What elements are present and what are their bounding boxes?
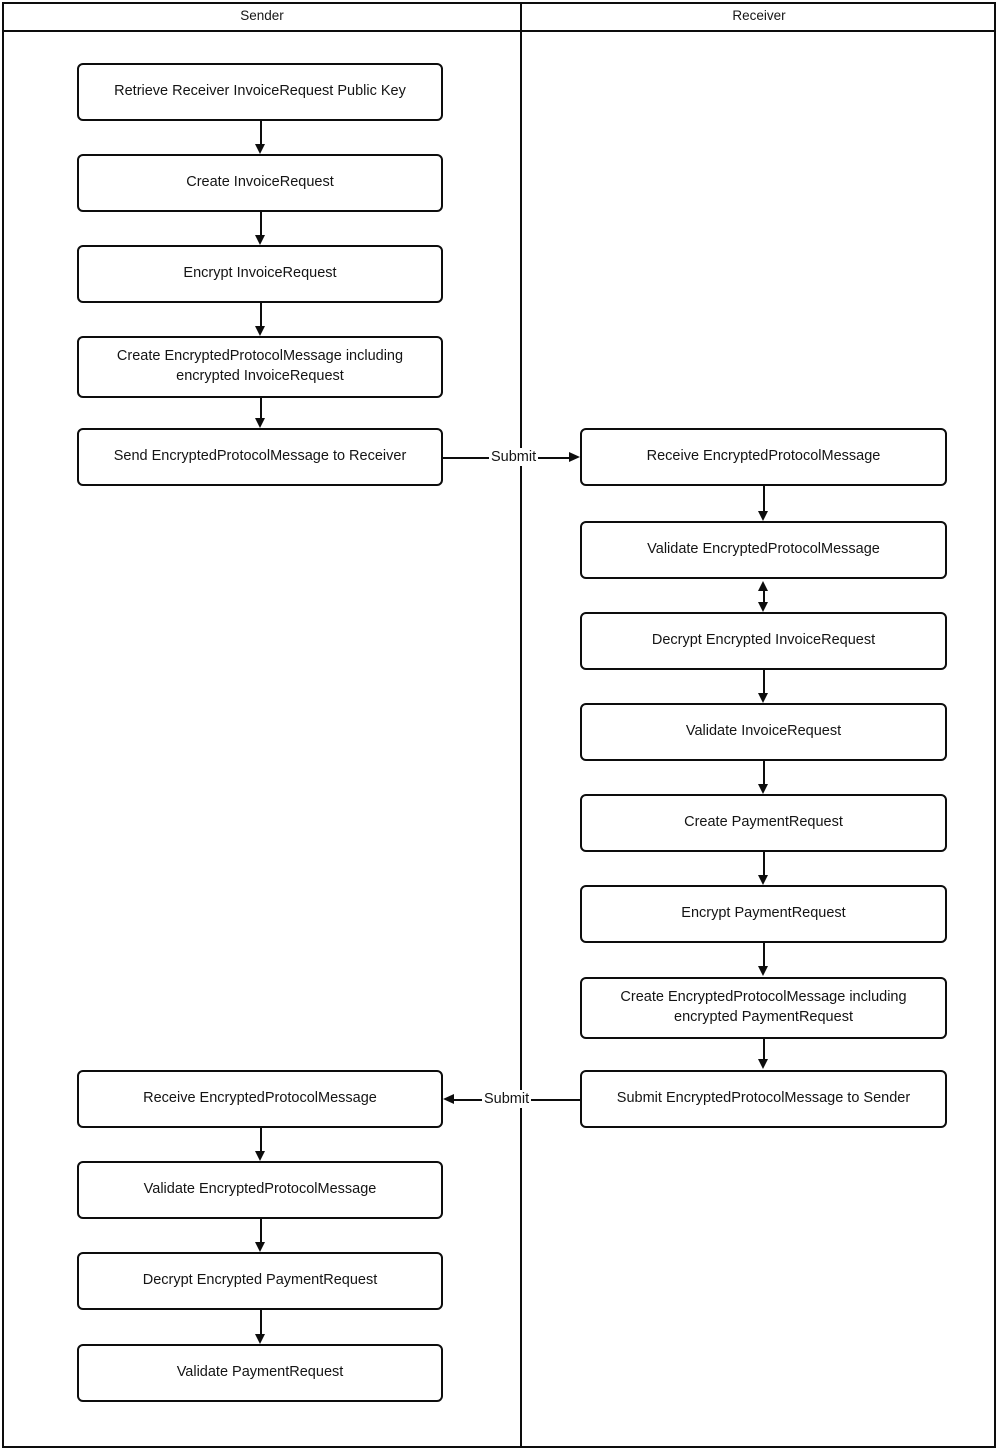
edge-label-submit-to-sender: Submit [482, 1090, 532, 1108]
arrowhead-r6-r7 [758, 966, 768, 976]
arrowhead-s6-s7 [255, 1151, 265, 1161]
arrowhead-r2-r3-up [758, 581, 768, 591]
node-validate-encryptedprotocolmessage-sender[interactable]: Validate EncryptedProtocolMessage [77, 1161, 443, 1219]
arrowhead-s7-s8 [255, 1242, 265, 1252]
arrowhead-r7-r8 [758, 1059, 768, 1069]
edge-r7-r8 [763, 1039, 765, 1059]
node-label-line-2: encrypted InvoiceRequest [176, 368, 344, 384]
arrowhead-submit-to-sender [443, 1093, 454, 1104]
edge-s1-s2 [260, 121, 262, 144]
node-decrypt-encrypted-paymentrequest[interactable]: Decrypt Encrypted PaymentRequest [77, 1252, 443, 1310]
node-receive-encryptedprotocolmessage-receiver[interactable]: Receive EncryptedProtocolMessage [580, 428, 947, 486]
node-label-line-2: encrypted PaymentRequest [674, 1009, 853, 1025]
edge-r4-r5 [763, 761, 765, 784]
arrowhead-r4-r5 [758, 784, 768, 794]
arrowhead-r3-r4 [758, 693, 768, 703]
arrowhead-r1-r2 [758, 511, 768, 521]
node-label: Send EncryptedProtocolMessage to Receive… [113, 448, 407, 465]
node-encrypt-paymentrequest[interactable]: Encrypt PaymentRequest [580, 885, 947, 943]
node-receive-encryptedprotocolmessage-sender[interactable]: Receive EncryptedProtocolMessage [77, 1070, 443, 1128]
edge-r5-r6 [763, 852, 765, 875]
node-label: Decrypt Encrypted InvoiceRequest [651, 632, 876, 649]
node-validate-encryptedprotocolmessage-receiver[interactable]: Validate EncryptedProtocolMessage [580, 521, 947, 579]
edge-r6-r7 [763, 943, 765, 966]
node-create-encryptedprotocolmessage-invoicerequest[interactable]: Create EncryptedProtocolMessage includin… [77, 336, 443, 398]
node-validate-invoicerequest[interactable]: Validate InvoiceRequest [580, 703, 947, 761]
node-retrieve-receiver-public-key[interactable]: Retrieve Receiver InvoiceRequest Public … [77, 63, 443, 121]
node-label: Create PaymentRequest [684, 814, 843, 831]
node-label: Receive EncryptedProtocolMessage [143, 1090, 377, 1107]
node-validate-paymentrequest[interactable]: Validate PaymentRequest [77, 1344, 443, 1402]
node-label: Encrypt PaymentRequest [681, 905, 846, 922]
edge-s6-s7 [260, 1128, 262, 1151]
arrowhead-r5-r6 [758, 875, 768, 885]
node-label: Validate EncryptedProtocolMessage [647, 541, 880, 558]
arrowhead-s3-s4 [255, 326, 265, 336]
arrowhead-s4-s5 [255, 418, 265, 428]
node-label: Validate PaymentRequest [176, 1364, 344, 1381]
node-label: Submit EncryptedProtocolMessage to Sende… [616, 1090, 911, 1107]
node-label: Receive EncryptedProtocolMessage [646, 448, 881, 465]
lane-header-sender: Sender [240, 8, 284, 23]
arrowhead-submit-to-receiver [569, 451, 580, 462]
edge-s8-s9 [260, 1310, 262, 1334]
node-label: Validate InvoiceRequest [685, 723, 842, 740]
edge-s2-s3 [260, 212, 262, 235]
node-label: Decrypt Encrypted PaymentRequest [142, 1272, 378, 1289]
node-send-encryptedprotocolmessage-to-receiver[interactable]: Send EncryptedProtocolMessage to Receive… [77, 428, 443, 486]
lane-header-divider [2, 30, 996, 32]
edge-r1-r2 [763, 486, 765, 511]
node-label-line-1: Create EncryptedProtocolMessage includin… [620, 989, 907, 1006]
node-label: Retrieve Receiver InvoiceRequest Public … [114, 83, 406, 100]
lane-header-receiver: Receiver [732, 8, 786, 23]
node-label-line-1: Create EncryptedProtocolMessage includin… [116, 348, 404, 365]
edge-s4-s5 [260, 398, 262, 418]
node-create-paymentrequest[interactable]: Create PaymentRequest [580, 794, 947, 852]
node-create-encryptedprotocolmessage-paymentrequest[interactable]: Create EncryptedProtocolMessage includin… [580, 977, 947, 1039]
edge-s7-s8 [260, 1219, 262, 1242]
edge-label-submit-to-receiver: Submit [489, 448, 539, 466]
node-label: Validate EncryptedProtocolMessage [143, 1181, 377, 1198]
arrowhead-s2-s3 [255, 235, 265, 245]
lane-vertical-divider [520, 2, 522, 1448]
node-decrypt-encrypted-invoicerequest[interactable]: Decrypt Encrypted InvoiceRequest [580, 612, 947, 670]
arrowhead-r2-r3-down [758, 602, 768, 612]
node-encrypt-invoicerequest[interactable]: Encrypt InvoiceRequest [77, 245, 443, 303]
arrowhead-s8-s9 [255, 1334, 265, 1344]
edge-s3-s4 [260, 303, 262, 326]
node-create-invoicerequest[interactable]: Create InvoiceRequest [77, 154, 443, 212]
arrowhead-s1-s2 [255, 144, 265, 154]
edge-r3-r4 [763, 670, 765, 693]
node-submit-encryptedprotocolmessage-to-sender[interactable]: Submit EncryptedProtocolMessage to Sende… [580, 1070, 947, 1128]
node-label: Create InvoiceRequest [186, 174, 334, 191]
edge-r2-r3 [763, 589, 765, 603]
node-label: Encrypt InvoiceRequest [183, 265, 337, 282]
